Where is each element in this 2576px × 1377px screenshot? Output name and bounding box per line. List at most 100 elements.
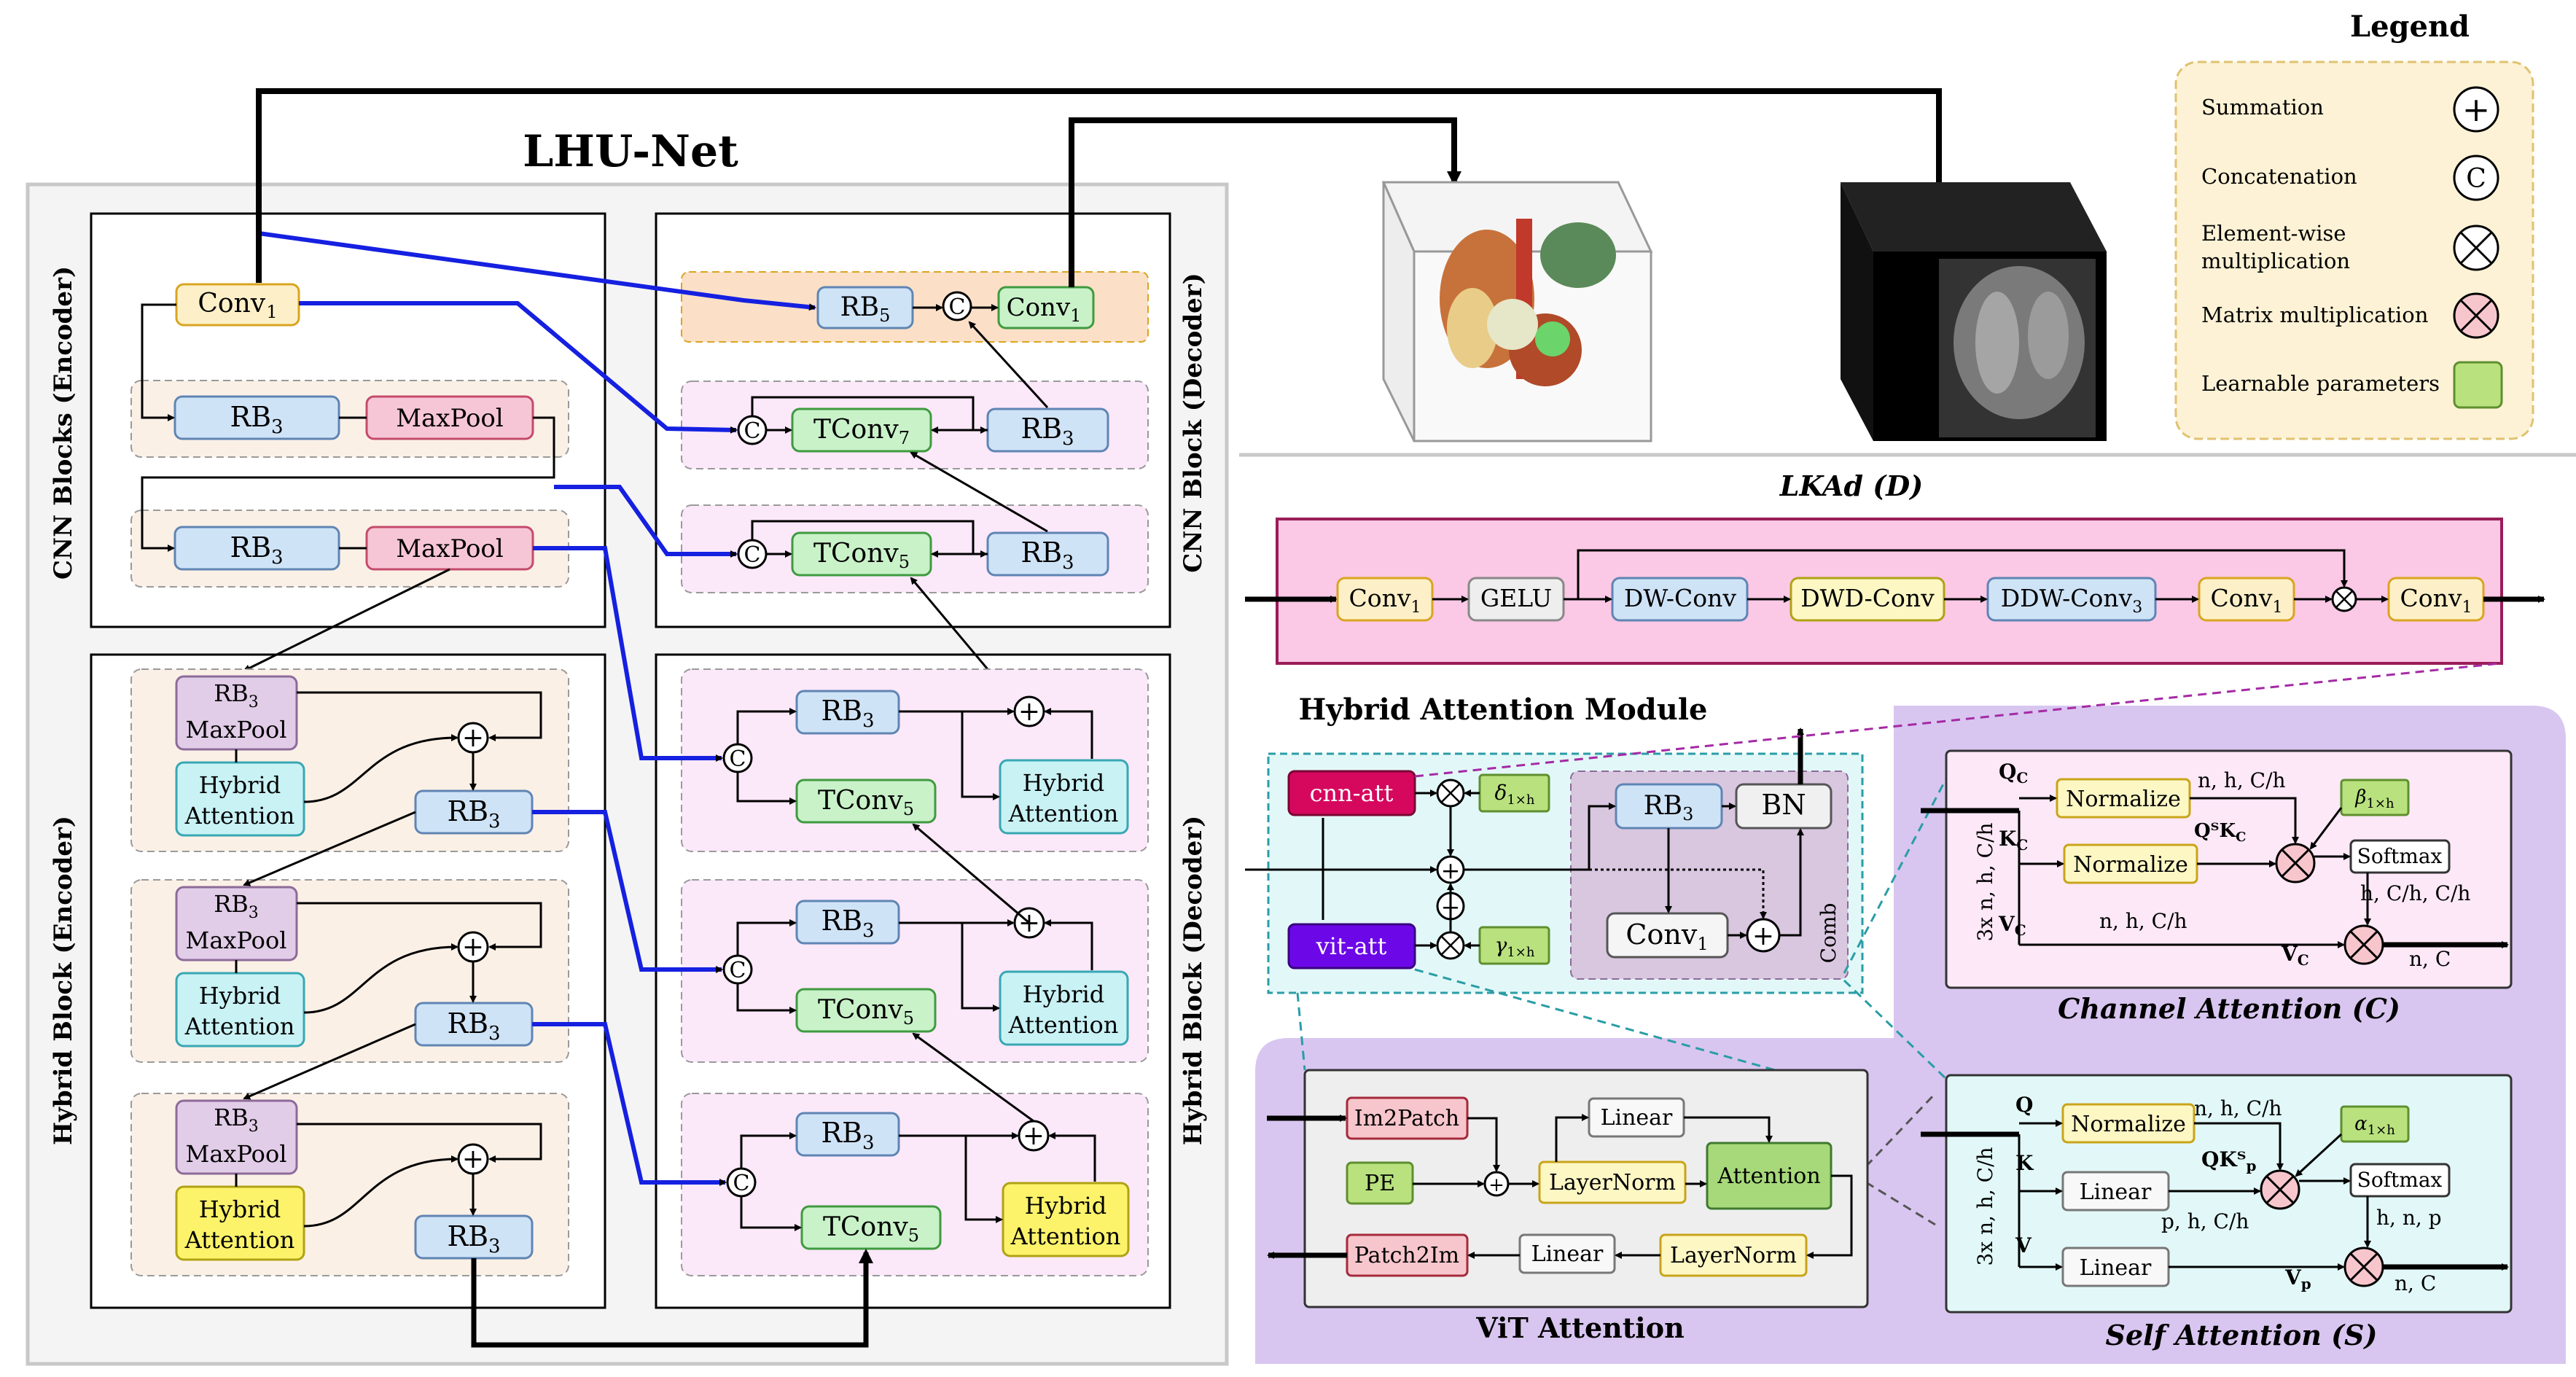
svg-text:V: V: [2015, 1233, 2032, 1257]
ham-contents: cnn-att vit-att δ1×h γ1×h + + RB3 BN Con…: [1245, 727, 1849, 980]
svg-text:C: C: [949, 294, 966, 320]
hybrid-encoder-stage-2: RB3 MaxPool Hybrid Attention + RB3: [130, 879, 569, 1063]
svg-text:MaxPool: MaxPool: [186, 1140, 287, 1168]
svg-text:Normalize: Normalize: [2071, 1112, 2186, 1137]
decoder-cnn-connectors: [751, 304, 1049, 715]
hybrid-encoder-stage-1: RB3 MaxPool Hybrid Attention + RB3: [130, 668, 569, 852]
encoder-hybrid-connectors: [243, 811, 416, 1100]
encoder-cnn-connectors: [141, 303, 555, 672]
bottleneck-path: [471, 1249, 873, 1348]
svg-text:+: +: [1018, 697, 1040, 727]
svg-text:n, h, C/h: n, h, C/h: [2099, 909, 2187, 933]
svg-text:TConv5: TConv5: [818, 995, 914, 1029]
svg-text:RB3: RB3: [214, 679, 259, 711]
hybrid-decoder-label: Hybrid Block (Decoder): [1179, 816, 1208, 1146]
io-paths: [256, 88, 1942, 287]
svg-text:MaxPool: MaxPool: [186, 716, 287, 744]
svg-text:Hybrid: Hybrid: [1023, 769, 1104, 797]
hybrid-encoder-label: Hybrid Block (Encoder): [49, 816, 78, 1145]
svg-text:Hybrid: Hybrid: [1023, 980, 1104, 1008]
svg-text:Hybrid: Hybrid: [199, 771, 281, 799]
svg-text:Hybrid: Hybrid: [199, 1195, 281, 1223]
svg-text:MaxPool: MaxPool: [186, 927, 287, 954]
svg-text:TConv5: TConv5: [813, 539, 910, 572]
svg-text:QC: QC: [1999, 760, 2028, 787]
svg-text:n, h, C/h: n, h, C/h: [2194, 1096, 2282, 1120]
svg-text:RB3: RB3: [447, 1007, 500, 1045]
encoder-hybrid-attention-2: [175, 972, 305, 1048]
svg-text:DWD-Conv: DWD-Conv: [1800, 584, 1935, 612]
svg-text:RB3: RB3: [447, 795, 500, 832]
encoder-maxpool-2-label: MaxPool: [396, 534, 504, 563]
encoder-rb3-2-sub: 3: [271, 547, 284, 569]
encoder-rb3-1-label: RB: [230, 401, 271, 433]
cnn-encoder-label: CNN Blocks (Encoder): [49, 266, 78, 580]
svg-text:Vp: Vp: [2284, 1265, 2311, 1292]
svg-text:Conv1: Conv1: [1007, 293, 1082, 326]
page-title: LHU-Net: [523, 126, 738, 177]
svg-text:h, n, p: h, n, p: [2376, 1206, 2442, 1230]
encoder-conv1-label: Conv: [198, 289, 265, 319]
svg-text:+: +: [462, 1144, 484, 1174]
svg-text:LayerNorm: LayerNorm: [1549, 1170, 1676, 1195]
svg-text:C: C: [2466, 164, 2486, 194]
svg-text:QᵀKC: QᵀKC: [2194, 820, 2246, 845]
skip-connections: [258, 231, 816, 1186]
svg-text:+: +: [1488, 1174, 1504, 1196]
svg-text:RB3: RB3: [1020, 413, 1074, 450]
svg-text:Conv1: Conv1: [1625, 918, 1708, 954]
svg-text:Q: Q: [2015, 1093, 2033, 1117]
svg-text:Attention: Attention: [1010, 1222, 1121, 1250]
svg-text:α1×h: α1×h: [2354, 1113, 2395, 1138]
svg-text:+: +: [1018, 908, 1040, 938]
svg-text:RB3: RB3: [821, 695, 874, 732]
svg-text:Linear: Linear: [1601, 1105, 1673, 1131]
svg-text:TConv5: TConv5: [823, 1212, 919, 1246]
svg-text:QKᵀp: QKᵀp: [2201, 1147, 2256, 1174]
svg-text:n, C: n, C: [2409, 947, 2451, 971]
svg-text:C: C: [744, 542, 761, 568]
svg-text:Attention: Attention: [1717, 1163, 1820, 1189]
svg-text:TConv7: TConv7: [813, 415, 910, 448]
encoder-hybrid-attention-3: [175, 1185, 305, 1261]
svg-text:Normalize: Normalize: [2073, 852, 2188, 878]
encoder-hybrid-attention-1: [175, 761, 305, 837]
svg-text:VC: VC: [1998, 912, 2026, 939]
svg-text:C: C: [744, 418, 761, 444]
self-attention-contents: 3x n, h, C/h Q K V Normalize Linear Line…: [1921, 1093, 2509, 1295]
svg-text:Softmax: Softmax: [2357, 1168, 2443, 1192]
svg-text:+: +: [1752, 921, 1774, 951]
legend-learnable: Learnable parameters: [2201, 371, 2440, 396]
legend-elementwise-line1: Element-wise: [2201, 221, 2346, 246]
svg-text:RB3: RB3: [214, 890, 259, 922]
legend-matrix-mult: Matrix multiplication: [2201, 303, 2428, 327]
channel-attention-contents: 3x n, h, C/h QC KC VC Normalize Normaliz…: [1921, 760, 2509, 971]
svg-text:Attention: Attention: [184, 1226, 295, 1254]
svg-text:cnn-att: cnn-att: [1310, 779, 1394, 807]
legend-box: [2174, 61, 2534, 440]
svg-text:+: +: [1441, 857, 1461, 884]
svg-text:n, C: n, C: [2394, 1271, 2436, 1295]
svg-text:RB3: RB3: [230, 531, 283, 569]
svg-text:RB3: RB3: [1020, 537, 1074, 574]
svg-text:+: +: [462, 723, 484, 753]
input-ct-volume: [1841, 182, 2107, 441]
legend-concatenation: Concatenation: [2201, 164, 2357, 189]
lkad-title: LKAd (D): [1779, 469, 1923, 502]
svg-text:RB3: RB3: [214, 1104, 259, 1136]
encoder-rb3-2-label: RB: [230, 531, 271, 563]
svg-text:δ1×h: δ1×h: [1495, 781, 1535, 808]
output-segmentation-volume: [1381, 181, 1653, 442]
svg-text:h, C/h, C/h: h, C/h, C/h: [2360, 881, 2470, 905]
svg-text:vit-att: vit-att: [1316, 932, 1387, 960]
svg-text:Attention: Attention: [184, 802, 295, 830]
svg-text:Hybrid: Hybrid: [1025, 1192, 1106, 1220]
svg-text:Hybrid: Hybrid: [199, 982, 281, 1010]
svg-text:RB3: RB3: [230, 401, 283, 438]
svg-text:C: C: [730, 746, 746, 772]
svg-text:3x n, h, C/h: 3x n, h, C/h: [1973, 1147, 1997, 1265]
lkad-flow: Conv1 GELU DW-Conv DWD-Conv DDW-Conv3 Co…: [1245, 549, 2545, 622]
svg-text:RB3: RB3: [821, 1117, 874, 1154]
vit-contents: Im2Patch PE + Linear LayerNorm Attention…: [1267, 1096, 1853, 1277]
